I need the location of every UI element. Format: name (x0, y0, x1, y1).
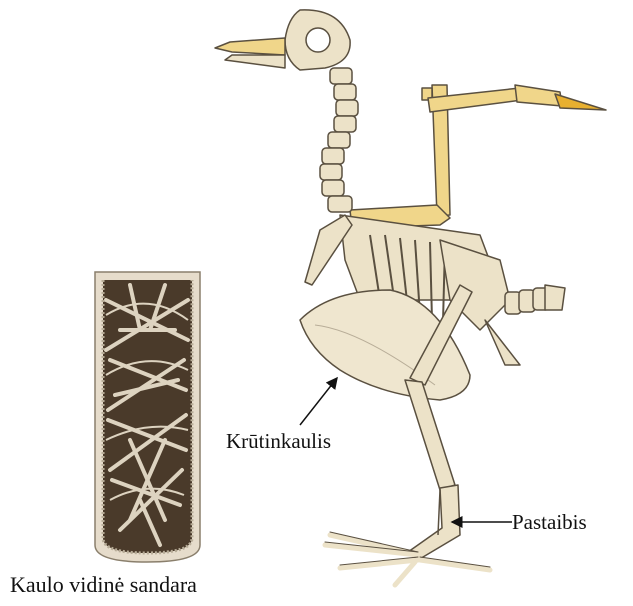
neck-vertebrae (320, 68, 358, 212)
tarsus-label: Pastaibis (512, 512, 587, 533)
bone-structure-caption: Kaulo vidinė sandara (10, 574, 197, 596)
sternum-arrow (300, 378, 337, 425)
bird-skeleton-illustration (215, 10, 606, 585)
bone-cross-section-illustration (95, 272, 200, 562)
tail-vertebrae (505, 285, 565, 314)
wing-bones (350, 85, 606, 228)
skull (215, 10, 350, 70)
toes (325, 535, 490, 585)
sternum-label: Krūtinkaulis (226, 431, 331, 452)
